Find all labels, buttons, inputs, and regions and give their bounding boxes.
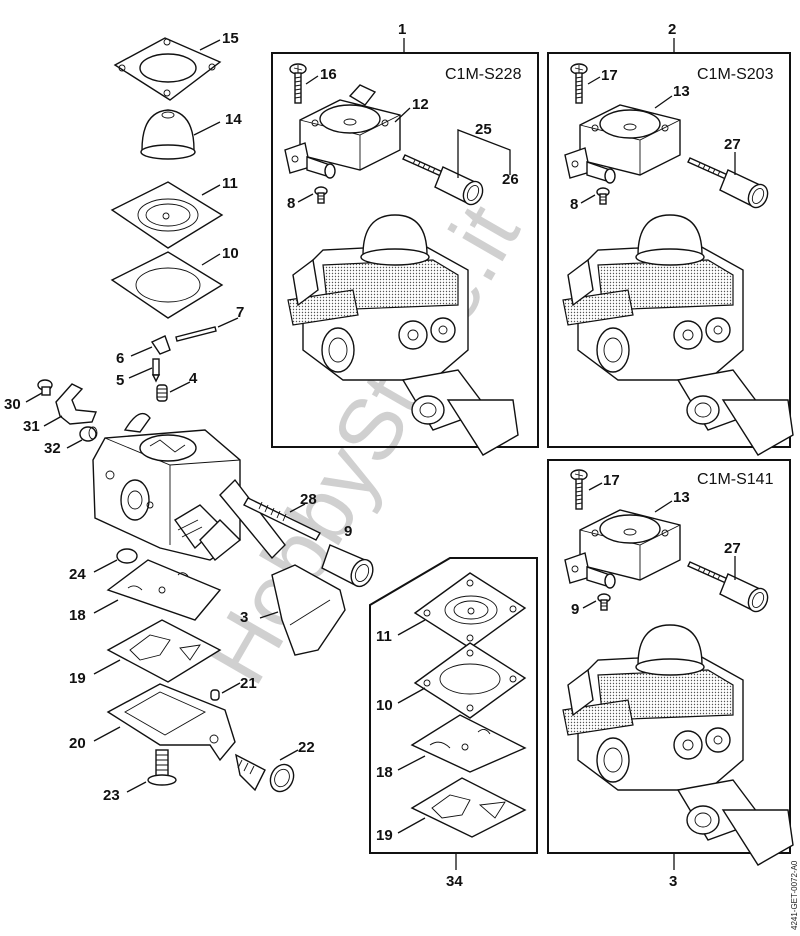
part-13-pump-cover bbox=[564, 104, 681, 184]
part-18-gasket bbox=[410, 714, 527, 773]
part-9-screw bbox=[597, 593, 611, 611]
callout-6: 6 bbox=[116, 350, 124, 367]
assembly-model-1: C1M-S228 bbox=[445, 66, 522, 83]
callout-27: 27 bbox=[724, 540, 741, 557]
part-10-gasket bbox=[110, 251, 224, 319]
callout-4: 4 bbox=[189, 370, 198, 387]
part-11-diaphragm bbox=[110, 181, 224, 249]
assembly-ref-3: 3 bbox=[669, 873, 677, 890]
assembly-box-3: 3 C1M-S141 17 13 27 9 bbox=[547, 459, 794, 890]
carburetor-assembly-3 bbox=[562, 624, 794, 866]
part-16-screw bbox=[289, 63, 307, 104]
callout-14: 14 bbox=[225, 111, 242, 128]
document-code: 4241-GET-0072-A0 bbox=[790, 860, 799, 930]
callout-20: 20 bbox=[69, 735, 86, 752]
part-19-gasket bbox=[106, 619, 222, 683]
callout-19: 19 bbox=[69, 670, 86, 687]
callout-24: 24 bbox=[69, 566, 86, 583]
callout-32: 32 bbox=[44, 440, 61, 457]
assembly-model-2: C1M-S203 bbox=[697, 66, 774, 83]
part-14-primer-bulb bbox=[140, 109, 196, 160]
part-6-lever bbox=[150, 335, 171, 355]
part-17-screw bbox=[570, 63, 588, 104]
callout-21: 21 bbox=[240, 675, 257, 692]
assembly-box-34: 34 11 10 18 19 bbox=[369, 557, 538, 890]
callout-22: 22 bbox=[298, 739, 315, 756]
callout-11: 11 bbox=[376, 628, 392, 645]
part-21-plug bbox=[210, 689, 220, 701]
assembly-model-3: C1M-S141 bbox=[697, 471, 774, 488]
part-31-throttle-lever bbox=[55, 383, 97, 425]
callout-13: 13 bbox=[673, 83, 690, 100]
part-11-diaphragm bbox=[414, 572, 526, 649]
part-23-screw bbox=[147, 749, 177, 786]
callout-13: 13 bbox=[673, 489, 690, 506]
callout-8: 8 bbox=[287, 195, 295, 212]
part-7-pin bbox=[175, 326, 217, 342]
part-27-needle bbox=[687, 561, 772, 616]
callout-12: 12 bbox=[412, 96, 429, 113]
part-22-adjusting-screw bbox=[235, 753, 295, 793]
callout-15: 15 bbox=[222, 30, 239, 47]
part-5-inlet-needle bbox=[151, 358, 161, 383]
callout-27: 27 bbox=[724, 136, 741, 153]
callout-5: 5 bbox=[116, 372, 124, 389]
part-29-limiter-cap bbox=[321, 544, 374, 588]
callout-17: 17 bbox=[603, 472, 620, 489]
assembly-box-1: 1 C1M-S228 16 12 25 26 8 bbox=[271, 21, 539, 456]
callout-28: 28 bbox=[300, 491, 317, 508]
callout-10: 10 bbox=[376, 697, 393, 714]
part-30-screw bbox=[37, 379, 53, 396]
callout-33: 3 bbox=[240, 609, 248, 626]
callout-7: 7 bbox=[236, 304, 244, 321]
part-8-screw bbox=[314, 186, 328, 204]
callout-16: 16 bbox=[320, 66, 337, 83]
callout-19: 19 bbox=[376, 827, 393, 844]
assembly-ref-34: 34 bbox=[446, 873, 463, 890]
part-28-adjusting-screw bbox=[243, 497, 321, 541]
callout-18: 18 bbox=[69, 607, 86, 624]
part-24-filter-screen bbox=[116, 548, 138, 564]
carburetor-assembly-2 bbox=[562, 214, 794, 456]
part-17-screw bbox=[570, 469, 588, 510]
callout-17: 17 bbox=[601, 67, 618, 84]
assembly-ref-2: 2 bbox=[668, 21, 676, 38]
part-19-gasket bbox=[410, 777, 527, 838]
part-27-needle bbox=[687, 157, 772, 212]
assembly-ref-1: 1 bbox=[398, 21, 406, 38]
callout-23: 23 bbox=[103, 787, 120, 804]
carburetor-body bbox=[92, 412, 286, 561]
callout-25: 25 bbox=[475, 121, 492, 138]
callout-31: 31 bbox=[23, 418, 40, 435]
part-8-screw bbox=[596, 187, 610, 205]
part-32-bushing bbox=[79, 426, 98, 442]
callout-10: 10 bbox=[222, 245, 239, 262]
part-10-gasket bbox=[414, 642, 526, 719]
part-33-manifold-flange bbox=[271, 564, 346, 656]
callout-30: 30 bbox=[4, 396, 21, 413]
part-18-gasket bbox=[106, 559, 222, 621]
assembly-box-2: 2 C1M-S203 17 13 27 8 bbox=[547, 21, 794, 456]
callout-11: 11 bbox=[222, 175, 238, 192]
callout-18: 18 bbox=[376, 764, 393, 781]
part-15-gasket-plate bbox=[113, 37, 222, 101]
callout-8: 8 bbox=[570, 196, 578, 213]
callout-26: 26 bbox=[502, 171, 519, 188]
part-4-spring bbox=[156, 384, 168, 402]
part-12-pump-cover bbox=[284, 99, 401, 179]
callout-9: 9 bbox=[571, 601, 579, 618]
part-13-pump-cover bbox=[564, 509, 681, 589]
part-20-cover bbox=[106, 683, 236, 762]
callout-29: 9 bbox=[344, 523, 352, 540]
